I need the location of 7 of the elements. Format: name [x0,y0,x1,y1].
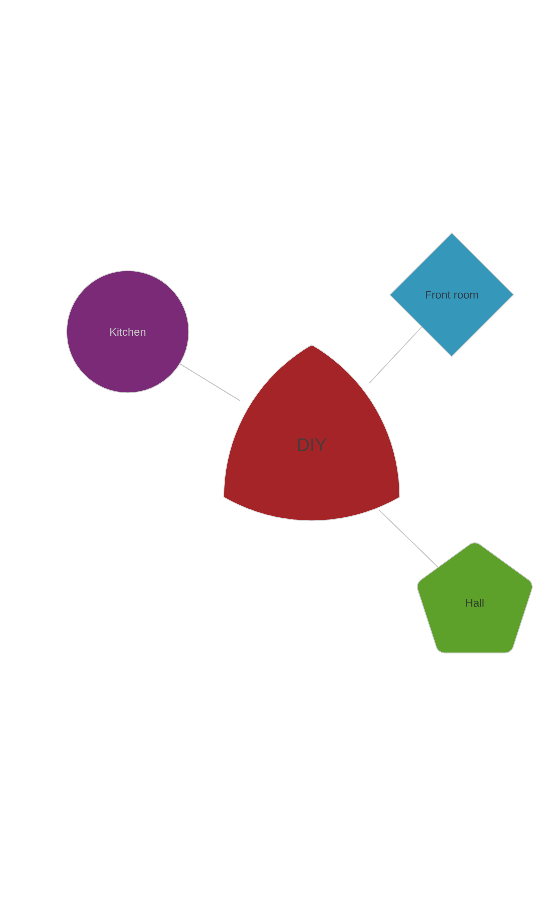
circle-node: Kitchen [66,270,190,394]
connector-line [378,509,439,568]
connector-line [368,326,422,384]
pentagon-node: Hall [417,542,533,654]
connector-line [180,364,241,402]
reuleaux-triangle-node: DIY [224,344,400,522]
diamond-node: Front room [390,232,514,358]
